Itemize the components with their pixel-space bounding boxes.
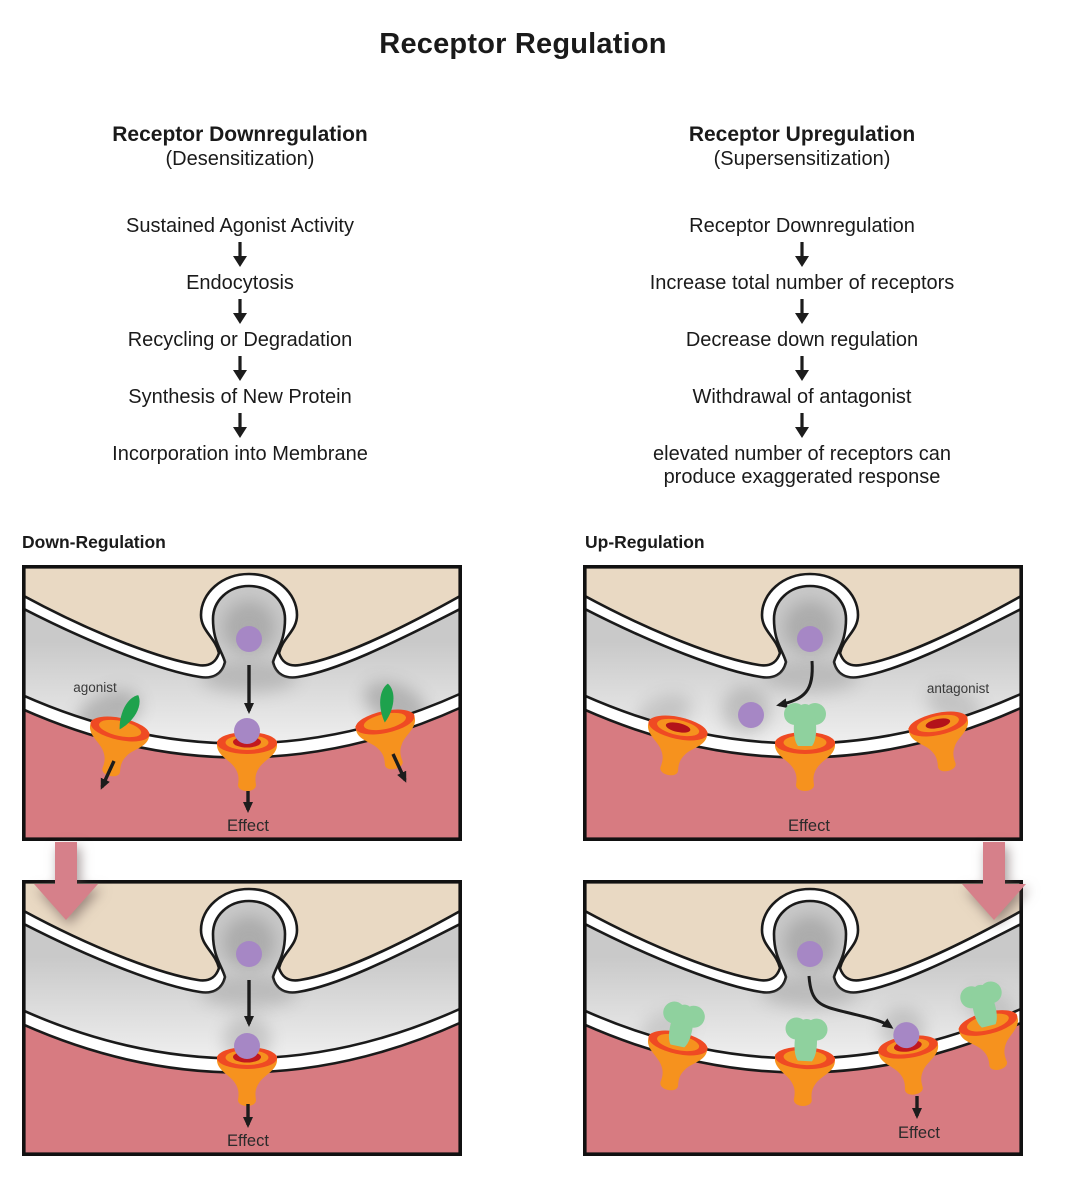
flow-step: Recycling or Degradation — [127, 329, 353, 351]
flow-step: Sustained Agonist Activity — [126, 215, 354, 237]
down-arrow-icon — [233, 413, 247, 438]
effect-label: Effect — [898, 1124, 940, 1142]
down-arrow-icon — [795, 413, 809, 438]
down-arrow-icon — [795, 299, 809, 324]
neurotransmitter — [236, 626, 262, 652]
agonist-label: agonist — [73, 680, 117, 695]
diffusion-arrow — [776, 660, 814, 709]
flow-step: Synthesis of New Protein — [128, 386, 352, 408]
flow-step: Incorporation into Membrane — [112, 443, 368, 465]
panel-title-down-regulation: Down-Regulation — [22, 532, 166, 552]
down-arrow-icon — [233, 299, 247, 324]
effect-arrow — [391, 753, 407, 783]
flow-step: Receptor Downregulation — [689, 215, 915, 237]
panel-title-up-regulation: Up-Regulation — [585, 532, 705, 552]
flowchart-heading: Receptor Downregulation — [112, 123, 368, 146]
neurotransmitter — [236, 941, 262, 967]
down-arrow-icon — [795, 242, 809, 267]
panel-border — [22, 565, 462, 841]
down-regulation-after-panel: Effect — [22, 880, 462, 1156]
diffusion-arrow — [807, 975, 894, 1029]
flow-step: Withdrawal of antagonist — [692, 386, 912, 408]
flowchart-subheading: (Desensitization) — [165, 148, 315, 170]
flowchart-heading: Receptor Upregulation — [688, 123, 916, 146]
flow-step: elevated number of receptors can produce… — [653, 443, 951, 488]
neurotransmitter — [797, 941, 823, 967]
effect-arrow — [100, 760, 116, 790]
effect-label: Effect — [227, 817, 269, 835]
up-regulation-after-panel: Effect — [583, 880, 1023, 1156]
flowchart-upregulation: Receptor Upregulation (Supersensitizatio… — [582, 122, 1022, 489]
panel-border — [583, 880, 1023, 1156]
flowchart-subheading: (Supersensitization) — [713, 148, 891, 170]
transition-arrow-up-regulation — [962, 842, 1026, 920]
flow-step: Decrease down regulation — [685, 329, 919, 351]
neurotransmitter — [738, 702, 764, 728]
panel-border — [583, 565, 1023, 841]
down-regulation-before-panel: agonist Effect — [22, 565, 462, 841]
flow-step: Increase total number of receptors — [649, 272, 955, 294]
down-arrow-icon — [795, 356, 809, 381]
effect-label: Effect — [227, 1132, 269, 1150]
up-regulation-before-panel: antagonist Effect — [583, 565, 1023, 841]
effect-label: Effect — [788, 817, 830, 835]
down-arrow-icon — [233, 356, 247, 381]
antagonist-label: antagonist — [927, 681, 990, 696]
neurotransmitter — [797, 626, 823, 652]
flow-step: Endocytosis — [186, 272, 294, 294]
transition-arrow-down-regulation — [34, 842, 98, 920]
page-title: Receptor Regulation — [379, 28, 667, 60]
panel-border — [22, 880, 462, 1156]
down-arrow-icon — [233, 242, 247, 267]
flowchart-downregulation: Receptor Downregulation (Desensitization… — [20, 122, 460, 466]
